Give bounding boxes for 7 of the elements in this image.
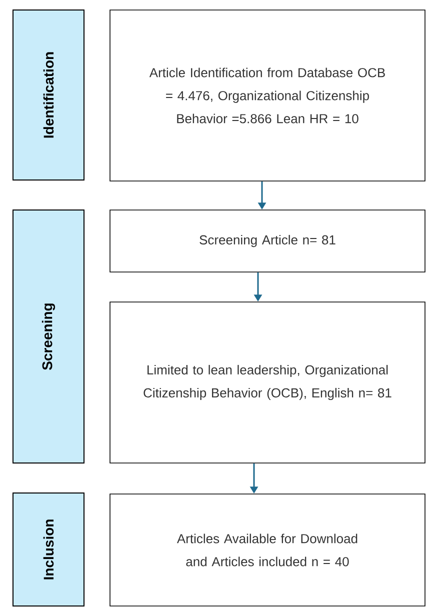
process-box: Screening Article n= 81 (110, 210, 426, 272)
process-box: Articles Available for Download and Articles included n = 40 (110, 494, 426, 606)
stage-box: Identification (12, 10, 84, 180)
process-box: Limited to lean leadership, Organizational Citizenship Behavior (OCB), English n= 81 (110, 302, 426, 464)
stage-box: Screening (12, 210, 84, 464)
stage-box: Inclusion (12, 492, 84, 606)
process-box: Article Identification from Database OCB = 4.476, Organizational Citizenship Behavior =5.866 Lean HR = 10 (110, 10, 426, 182)
